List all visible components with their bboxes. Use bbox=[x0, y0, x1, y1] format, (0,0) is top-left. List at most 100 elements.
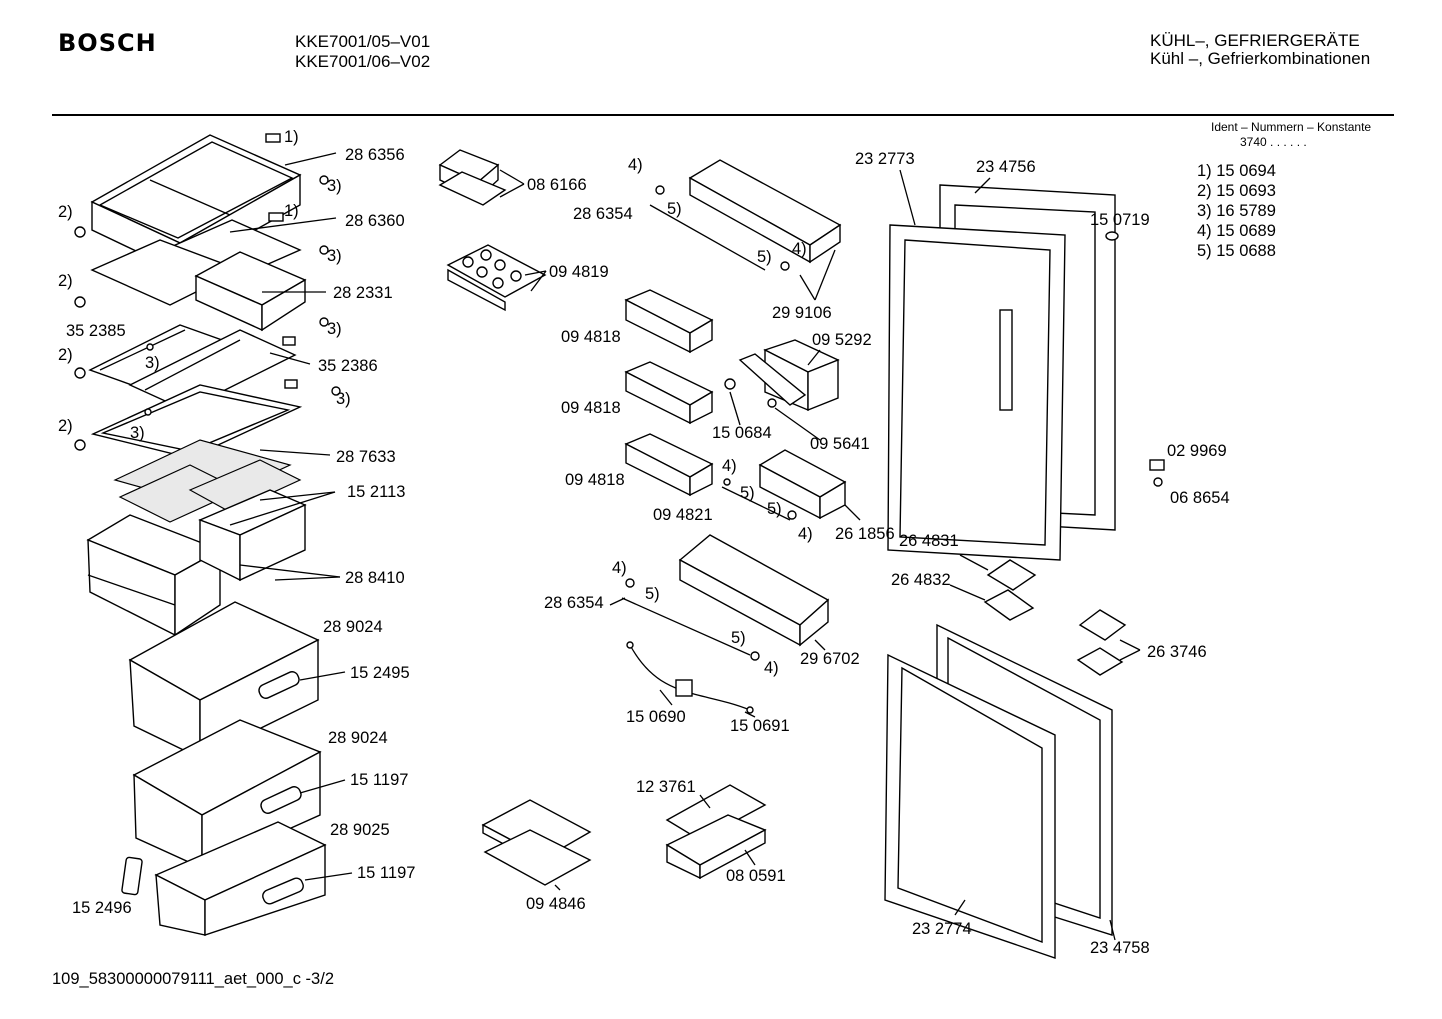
ice-cube-tray bbox=[665, 784, 767, 880]
part-number-label: 35 2385 bbox=[66, 322, 126, 340]
door-small-parts bbox=[983, 231, 1165, 676]
part-number-label: 28 9025 bbox=[330, 821, 390, 839]
part-number-label: 2) bbox=[58, 203, 73, 221]
legend-item: 2) 15 0693 bbox=[1197, 182, 1276, 200]
part-number-label: 4) bbox=[798, 525, 813, 543]
part-number-label: 1) bbox=[284, 128, 299, 146]
part-number-label: 2) bbox=[58, 417, 73, 435]
part-number-label: 28 6360 bbox=[345, 212, 405, 230]
part-number-label: 15 2495 bbox=[350, 664, 410, 682]
part-number-label: 28 6354 bbox=[573, 205, 633, 223]
part-number-label: 5) bbox=[667, 200, 682, 218]
bottle-rack-6702 bbox=[621, 534, 830, 661]
part-number-label: 12 3761 bbox=[636, 778, 696, 796]
butter-box bbox=[438, 149, 507, 206]
part-number-label: 2) bbox=[58, 346, 73, 364]
part-number-label: 28 2331 bbox=[333, 284, 393, 302]
part-number-label: 2) bbox=[58, 272, 73, 290]
split-glass-shelf bbox=[74, 324, 341, 411]
part-number-label: 3) bbox=[327, 177, 342, 195]
crisper-bins-tray bbox=[86, 489, 307, 637]
part-number-label: 15 0684 bbox=[712, 424, 772, 442]
parts-drawing bbox=[74, 133, 1165, 959]
part-number-label: 1) bbox=[284, 202, 299, 220]
part-number-label: 28 8410 bbox=[345, 569, 405, 587]
part-number-label: 4) bbox=[612, 559, 627, 577]
part-number-label: 35 2386 bbox=[318, 357, 378, 375]
part-number-label: 4) bbox=[628, 156, 643, 174]
legend-item: 3) 16 5789 bbox=[1197, 202, 1276, 220]
part-number-label: 15 0719 bbox=[1090, 211, 1150, 229]
model-number-1: KKE7001/05–V01 bbox=[295, 32, 431, 51]
part-number-label: 28 6354 bbox=[544, 594, 604, 612]
part-number-label: 26 3746 bbox=[1147, 643, 1207, 661]
part-number-label: 3) bbox=[145, 354, 160, 372]
part-number-label: 09 4818 bbox=[561, 399, 621, 417]
part-number-label: 29 9106 bbox=[772, 304, 832, 322]
part-number-label: 5) bbox=[645, 585, 660, 603]
part-number-label: 09 4818 bbox=[561, 328, 621, 346]
part-number-label: 5) bbox=[757, 248, 772, 266]
ident-value: 3740 . . . . . . bbox=[1240, 135, 1307, 149]
legend-item: 1) 15 0694 bbox=[1197, 162, 1276, 180]
category-title-1: KÜHL–, GEFRIERGERÄTE bbox=[1150, 31, 1360, 50]
document-id: 109_58300000079111_aet_000_c -3/2 bbox=[52, 970, 334, 988]
vegetable-drawer-2 bbox=[132, 719, 322, 870]
part-number-label: 5) bbox=[740, 484, 755, 502]
part-number-label: 15 0691 bbox=[730, 717, 790, 735]
fridge-door bbox=[887, 184, 1116, 561]
part-number-label: 15 1197 bbox=[350, 771, 408, 789]
hinge-bracket bbox=[724, 339, 840, 412]
part-number-label: 23 2773 bbox=[855, 150, 915, 168]
part-number-label: 09 5292 bbox=[812, 331, 872, 349]
ident-label: Ident – Nummern – Konstante bbox=[1211, 120, 1372, 134]
part-number-label: 5) bbox=[731, 629, 746, 647]
grate-covers bbox=[113, 439, 302, 523]
part-number-label: 23 4758 bbox=[1090, 939, 1150, 957]
legend-item: 5) 15 0688 bbox=[1197, 242, 1276, 260]
part-number-label: 23 2774 bbox=[912, 920, 972, 938]
part-number-label: 28 6356 bbox=[345, 146, 405, 164]
upper-door-rack bbox=[649, 159, 842, 271]
part-number-label: 26 4832 bbox=[891, 571, 951, 589]
part-number-label: 28 7633 bbox=[336, 448, 396, 466]
brand-logo: BOSCH bbox=[58, 29, 157, 57]
part-number-label: 09 4846 bbox=[526, 895, 586, 913]
part-number-label: 3) bbox=[327, 247, 342, 265]
part-number-label: 15 0690 bbox=[626, 708, 686, 726]
part-number-label: 28 9024 bbox=[328, 729, 388, 747]
part-number-label: 15 2496 bbox=[72, 899, 132, 917]
freezer-drawer bbox=[121, 821, 327, 936]
part-number-label: 4) bbox=[764, 659, 779, 677]
part-number-label: 09 4821 bbox=[653, 506, 713, 524]
part-number-label: 28 9024 bbox=[323, 618, 383, 636]
category-title-2: Kühl –, Gefrierkombinationen bbox=[1150, 49, 1371, 68]
model-number-2: KKE7001/06–V02 bbox=[295, 52, 431, 71]
part-number-label: 15 2113 bbox=[347, 483, 405, 501]
part-number-label: 26 4831 bbox=[899, 532, 959, 550]
part-number-label: 5) bbox=[767, 500, 782, 518]
cable-and-switch bbox=[626, 641, 754, 714]
header-divider bbox=[52, 114, 1394, 116]
part-number-label: 08 6166 bbox=[527, 176, 587, 194]
door-racks-small bbox=[624, 289, 714, 497]
part-number-label: 29 6702 bbox=[800, 650, 860, 668]
part-number-label: 3) bbox=[130, 424, 145, 442]
part-number-label: 4) bbox=[722, 457, 737, 475]
legend-item: 4) 15 0689 bbox=[1197, 222, 1276, 240]
part-number-label: 09 5641 bbox=[810, 435, 870, 453]
part-number-label: 15 1197 bbox=[357, 864, 415, 882]
part-number-label: 09 4818 bbox=[565, 471, 625, 489]
part-number-label: 4) bbox=[792, 240, 807, 258]
ice-packs bbox=[481, 799, 592, 886]
part-number-label: 26 1856 bbox=[835, 525, 895, 543]
egg-tray bbox=[446, 244, 547, 312]
part-number-label: 23 4756 bbox=[976, 158, 1036, 176]
part-number-label: 02 9969 bbox=[1167, 442, 1227, 460]
bottle-rack-1856 bbox=[721, 449, 847, 521]
part-number-label: 09 4819 bbox=[549, 263, 609, 281]
part-number-label: 3) bbox=[336, 390, 351, 408]
glass-shelf-4 bbox=[74, 384, 303, 459]
